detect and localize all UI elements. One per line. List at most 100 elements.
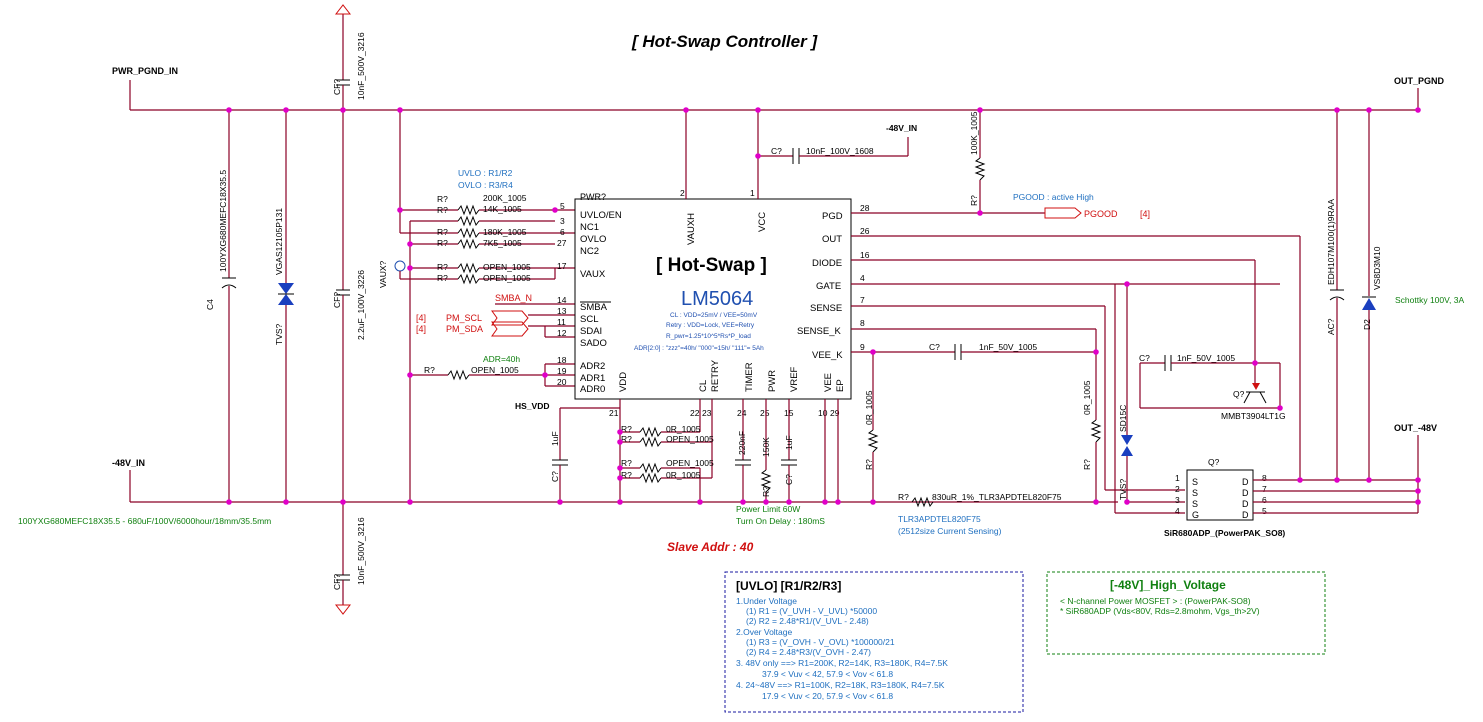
net-out-48v: OUT_-48V <box>1394 423 1437 433</box>
r-rt2-ref: R? <box>621 470 632 480</box>
svg-text:29: 29 <box>830 408 840 418</box>
cap-note: 100YXG680MEFC18X35.5 - 680uF/100V/6000ho… <box>18 516 271 526</box>
r-sensek-ref: R? <box>1082 459 1092 470</box>
slave-addr: Slave Addr : 40 <box>667 540 754 554</box>
r3-ref: R? <box>437 227 448 237</box>
tvs-diode <box>278 110 294 502</box>
svg-text:22: 22 <box>690 408 700 418</box>
svg-text:4: 4 <box>1175 506 1180 516</box>
svg-text:SMBA: SMBA <box>580 302 608 313</box>
r-rt1-ref: R? <box>621 458 632 468</box>
output-cap-diode <box>1329 110 1376 480</box>
c-vcc-value: 10nF_100V_1608 <box>806 146 874 156</box>
rail-pgnd <box>129 80 1419 111</box>
svg-text:CL: CL <box>698 380 709 392</box>
chip-left-pins: 5 UVLO/EN 3 NC1 6 OVLO 27 NC2 17 VAUX 14… <box>557 201 622 395</box>
chip-bottom-pins: VDD CL RETRY TIMER PWR VREF VEE EP 21 22… <box>609 359 846 418</box>
c-veek-value: 1nF_50V_1005 <box>979 342 1037 352</box>
c-vdd-value: 1uF <box>550 431 560 446</box>
q-mos-ref: Q? <box>1208 457 1220 467</box>
ref-scl: [4] <box>416 313 426 323</box>
rsense-note: (2512size Current Sensing) <box>898 526 1002 536</box>
cf-mid-value: 2.2uF_100V_3226 <box>356 270 366 340</box>
hv-box-title: [-48V]_High_Voltage <box>1110 578 1226 592</box>
ac-ref: AC? <box>1326 318 1336 335</box>
cf-column <box>334 4 352 615</box>
sd15c-diode <box>1121 284 1185 503</box>
c-veek-ref: C? <box>929 342 940 352</box>
svg-text:OUT: OUT <box>822 234 842 245</box>
svg-text:17.9 < Vuv < 20, 57.9 < Vov <: 17.9 < Vuv < 20, 57.9 < Vov < 61.8 <box>762 691 893 701</box>
net-pgood: PGOOD <box>1084 209 1118 219</box>
chip-right-wiring <box>851 235 1301 502</box>
svg-text:SENSE: SENSE <box>810 303 842 314</box>
rsense-part: TLR3APDTEL820F75 <box>898 514 981 524</box>
svg-text:4: 4 <box>860 273 865 283</box>
svg-text:SADO: SADO <box>580 338 607 349</box>
smbus-lines <box>491 303 575 338</box>
capacitor-c4 <box>221 110 237 502</box>
svg-text:8: 8 <box>860 318 865 328</box>
svg-text:D: D <box>1242 510 1249 520</box>
junction-dots <box>226 107 1421 505</box>
q-bjt-value: MMBT3904LT1G <box>1221 411 1286 421</box>
q-bjt-ref: Q? <box>1233 389 1245 399</box>
sd15c-label: SD15C <box>1118 405 1128 432</box>
r-pwr-ref: R? <box>761 486 771 497</box>
net-pm-sda: PM_SDA <box>446 324 483 334</box>
tvs-value: VGAS12105P131 <box>274 208 284 275</box>
svg-text:4. 24~48V ==> R1=100K, R2=18K,: 4. 24~48V ==> R1=100K, R2=18K, R3=180K, … <box>736 680 945 690</box>
svg-text:21: 21 <box>609 408 619 418</box>
svg-text:37.9 < Vuv < 42, 57.9 < Vov <: 37.9 < Vuv < 42, 57.9 < Vov < 61.8 <box>762 669 893 679</box>
svg-text:8: 8 <box>1262 473 1267 483</box>
r-vee-ref: R? <box>864 459 874 470</box>
cf-bot-ref: CF? <box>332 574 342 590</box>
svg-text:NC2: NC2 <box>580 246 599 257</box>
c-vcc-ref: C? <box>771 146 782 156</box>
svg-text:6: 6 <box>560 227 565 237</box>
svg-text:VDD: VDD <box>618 372 629 392</box>
r1-value: 200K_1005 <box>483 193 527 203</box>
svg-text:3. 48V only ==> R1=200K, R2=14: 3. 48V only ==> R1=200K, R2=14K, R3=180K… <box>736 658 948 668</box>
svg-text:ADR0: ADR0 <box>580 384 605 395</box>
cf-mid-ref: CF? <box>332 292 342 308</box>
svg-text:ADR1: ADR1 <box>580 373 605 384</box>
c-vref-ref: C? <box>784 474 794 485</box>
svg-text:VCC: VCC <box>757 212 768 232</box>
rsense-value: 830uR_1%_TLR3APDTEL820F75 <box>932 492 1062 502</box>
svg-text:VREF: VREF <box>789 366 800 392</box>
svg-text:18: 18 <box>557 355 567 365</box>
schottky-note: Schottky 100V, 3A <box>1395 295 1464 305</box>
adr-note: ADR=40h <box>483 354 520 364</box>
r6-value: OPEN_1005 <box>483 273 531 283</box>
svg-text:1: 1 <box>750 188 755 198</box>
svg-text:G: G <box>1192 510 1199 520</box>
uvlo-box-title: [UVLO] [R1/R2/R3] <box>736 579 841 593</box>
r-rt1-value: OPEN_1005 <box>666 458 714 468</box>
c-diode-ref: C? <box>1139 353 1150 363</box>
svg-text:SENSE_K: SENSE_K <box>797 326 841 337</box>
schematic-title: [ Hot-Swap Controller ] <box>631 32 818 51</box>
svg-text:7: 7 <box>1262 484 1267 494</box>
svg-text:S: S <box>1192 499 1198 509</box>
r-pwr-value: 150K <box>761 437 771 457</box>
r3-value: 180K_1005 <box>483 227 527 237</box>
svg-text:UVLO/EN: UVLO/EN <box>580 210 622 221</box>
tvs-ref: TVS? <box>274 323 284 345</box>
net-smba-n: SMBA_N <box>495 293 532 303</box>
svg-text:SDAI: SDAI <box>580 326 602 337</box>
hv-box-line-2: * SiR680ADP (Vds<80V, Rds=2.8mohm, Vgs_t… <box>1060 606 1260 616</box>
svg-text:10: 10 <box>818 408 828 418</box>
r-cl1-value: 0R_1005 <box>666 424 701 434</box>
svg-text:NC1: NC1 <box>580 222 599 233</box>
chip-bottom-wiring <box>552 399 839 502</box>
pwr-label: PWR? <box>580 192 606 202</box>
svg-text:SCL: SCL <box>580 314 598 325</box>
svg-text:ADR2: ADR2 <box>580 361 605 372</box>
r-rt2-value: 0R_1005 <box>666 470 701 480</box>
svg-text:GATE: GATE <box>816 281 841 292</box>
svg-text:(2) R4 = 2.48*R3/(V_OVH - 2.4: (2) R4 = 2.48*R3/(V_OVH - 2.47) <box>746 647 871 657</box>
chip-right-pins: 28 PGD 26 OUT 16 DIODE 4 GATE 7 SENSE 8 … <box>797 203 870 361</box>
svg-text:14: 14 <box>557 295 567 305</box>
